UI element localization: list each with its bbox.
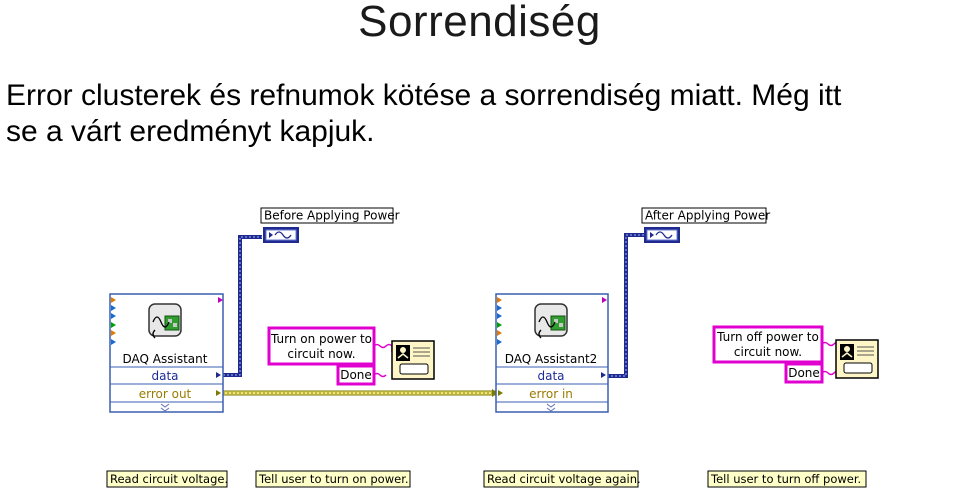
comment-tell-turn-on[interactable]: Tell user to turn on power. bbox=[255, 470, 411, 488]
daq-assistant-2[interactable]: DAQ Assistant2 data error in bbox=[495, 293, 609, 413]
message-string-constant-1[interactable]: Turn on power to circuit now. bbox=[267, 326, 376, 366]
play-arrow-icon bbox=[650, 232, 654, 238]
message-line-2: circuit now. bbox=[287, 347, 355, 361]
expand-chevron-icon bbox=[546, 403, 556, 412]
indicator-label: After Applying Power bbox=[645, 209, 770, 223]
string-wire-1[interactable] bbox=[373, 343, 393, 378]
waveform-wire-2[interactable] bbox=[607, 233, 644, 378]
comment-text: Read circuit voltage. bbox=[110, 472, 228, 486]
daq-assistant-1[interactable]: DAQ Assistant data error out bbox=[109, 293, 224, 413]
indicator-label: Before Applying Power bbox=[264, 209, 400, 223]
output-terminal-label: data bbox=[537, 369, 564, 383]
error-cluster-wire[interactable] bbox=[223, 389, 498, 397]
slide-title: Sorrendiség bbox=[358, 0, 601, 46]
button-label: Done bbox=[788, 366, 820, 380]
daq-name: DAQ Assistant bbox=[123, 352, 208, 366]
indicator-before-applying-power[interactable]: Before Applying Power bbox=[260, 207, 400, 243]
error-terminal-label: error in bbox=[529, 387, 573, 401]
button-label: Done bbox=[340, 368, 372, 382]
daq-name: DAQ Assistant2 bbox=[505, 352, 598, 366]
comment-tell-turn-off[interactable]: Tell user to turn off power. bbox=[707, 470, 867, 488]
slide-body: Error clusterek és refnumok kötése a sor… bbox=[6, 78, 956, 150]
daq-card-icon bbox=[148, 303, 182, 339]
output-terminal-label: data bbox=[151, 369, 178, 383]
comment-read-voltage-again[interactable]: Read circuit voltage again. bbox=[483, 470, 641, 488]
button-string-constant-1[interactable]: Done bbox=[336, 364, 376, 386]
error-terminal-label: error out bbox=[139, 387, 192, 401]
play-arrow-icon bbox=[269, 232, 273, 238]
waveform-icon bbox=[655, 231, 673, 239]
waveform-wire-1[interactable] bbox=[223, 235, 262, 377]
waveform-icon bbox=[274, 231, 292, 239]
daq-card-icon bbox=[534, 303, 568, 339]
message-line-1: Turn on power to bbox=[270, 332, 372, 346]
one-button-dialog-2[interactable] bbox=[835, 339, 879, 379]
comment-read-voltage[interactable]: Read circuit voltage. bbox=[106, 470, 228, 488]
expand-chevron-icon bbox=[160, 403, 170, 412]
indicator-after-applying-power[interactable]: After Applying Power bbox=[641, 207, 770, 243]
one-button-dialog-1[interactable] bbox=[391, 340, 435, 380]
message-line-2: circuit now. bbox=[734, 345, 802, 359]
comment-text: Read circuit voltage again. bbox=[487, 472, 641, 486]
slide-body-line-2: se a várt eredményt kapjuk. bbox=[6, 115, 375, 148]
comment-text: Tell user to turn off power. bbox=[710, 472, 861, 486]
button-string-constant-2[interactable]: Done bbox=[784, 362, 824, 384]
message-string-constant-2[interactable]: Turn off power to circuit now. bbox=[712, 325, 824, 364]
comment-text: Tell user to turn on power. bbox=[258, 472, 409, 486]
message-line-1: Turn off power to bbox=[716, 330, 819, 344]
slide-body-line-1: Error clusterek és refnumok kötése a sor… bbox=[6, 79, 842, 112]
